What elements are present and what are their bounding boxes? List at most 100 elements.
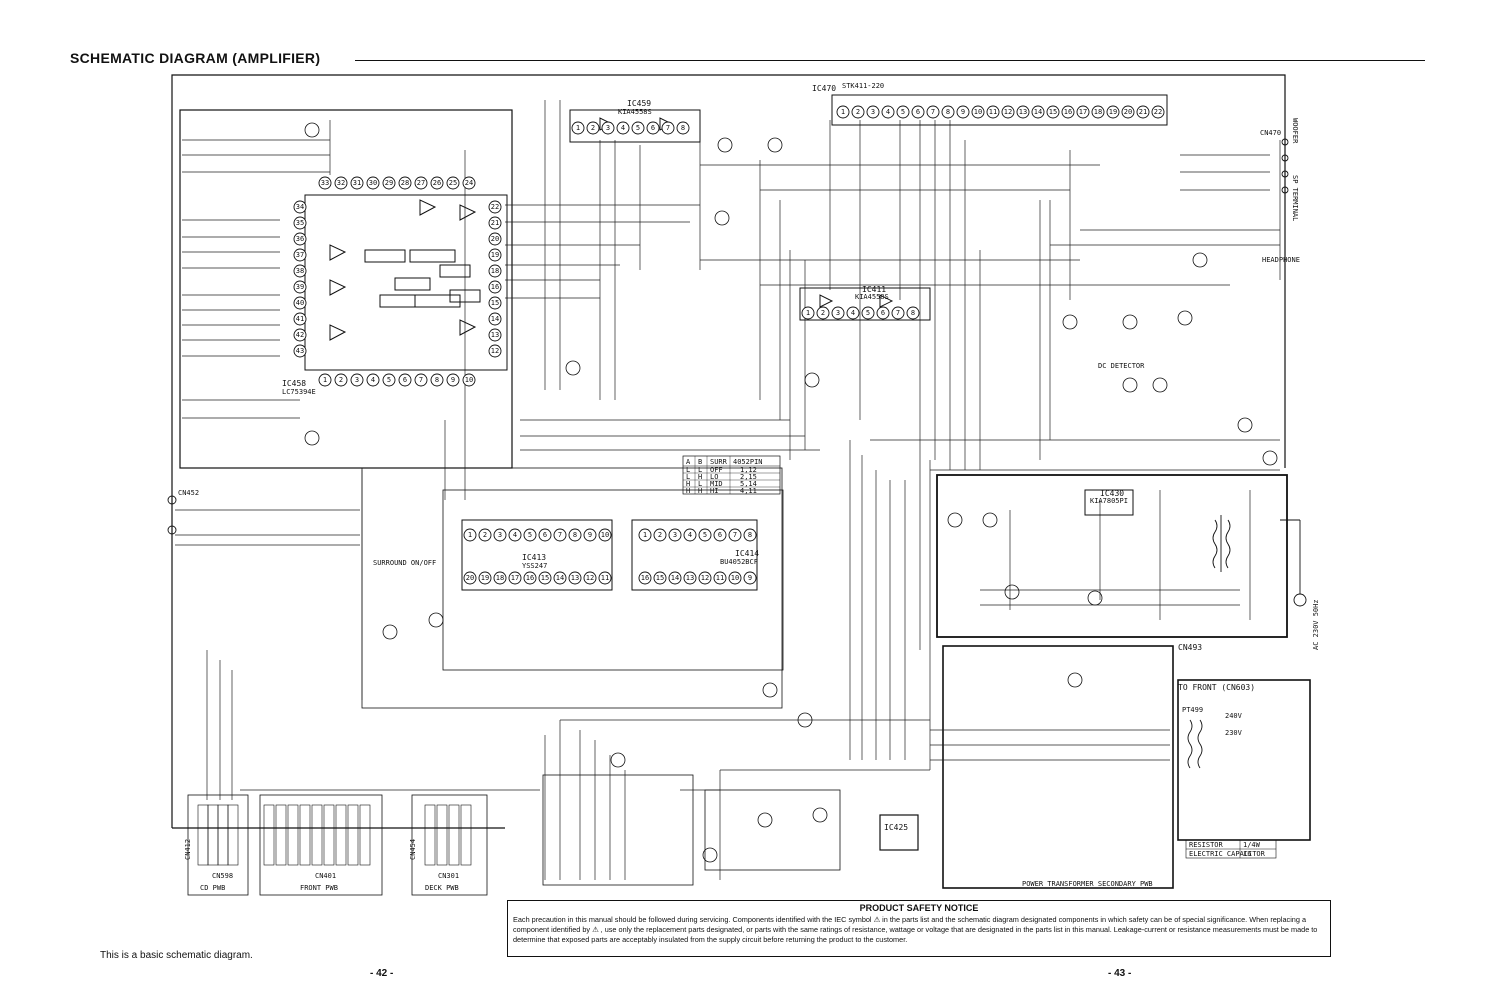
cn301-label: CN301	[438, 872, 459, 880]
svg-text:12: 12	[586, 574, 594, 582]
svg-text:34: 34	[296, 203, 304, 211]
svg-text:9: 9	[451, 376, 455, 384]
svg-text:28: 28	[401, 179, 409, 187]
svg-text:14: 14	[1034, 108, 1042, 116]
svg-text:15: 15	[1049, 108, 1057, 116]
ic430-body	[1084, 489, 1134, 516]
svg-text:12: 12	[1004, 108, 1012, 116]
svg-text:9: 9	[588, 531, 592, 539]
svg-text:6: 6	[403, 376, 407, 384]
surround-label: SURROUND ON/OFF	[373, 559, 436, 567]
product-safety-notice: PRODUCT SAFETY NOTICE Each precaution in…	[507, 900, 1331, 957]
cn454-frame	[411, 794, 488, 896]
svg-text:8: 8	[748, 531, 752, 539]
legend-cell: RESISTOR	[1189, 841, 1224, 849]
ic458-part: LC75394E	[282, 388, 316, 396]
dc-detector-label: DC DETECTOR	[1098, 362, 1145, 370]
svg-text:7: 7	[666, 124, 670, 132]
svg-text:15: 15	[656, 574, 664, 582]
ic411-part: KIA4558S	[855, 293, 889, 301]
svg-text:43: 43	[296, 347, 304, 355]
table-cell: H	[686, 480, 690, 488]
svg-text:13: 13	[1019, 108, 1027, 116]
cn454-label: CN454	[409, 839, 417, 860]
svg-text:1: 1	[576, 124, 580, 132]
svg-text:17: 17	[1079, 108, 1087, 116]
svg-text:15: 15	[541, 574, 549, 582]
outer-frame	[171, 74, 1286, 828]
svg-text:4: 4	[371, 376, 375, 384]
table-header-cell: B	[698, 458, 702, 466]
svg-text:20: 20	[466, 574, 474, 582]
svg-text:1: 1	[806, 309, 810, 317]
svg-text:6: 6	[543, 531, 547, 539]
svg-text:2: 2	[339, 376, 343, 384]
svg-text:11: 11	[601, 574, 609, 582]
svg-text:16: 16	[526, 574, 534, 582]
svg-text:16: 16	[491, 283, 499, 291]
table-cell: L	[698, 480, 702, 488]
svg-text:39: 39	[296, 283, 304, 291]
cn412-frame	[187, 794, 249, 896]
svg-text:19: 19	[1109, 108, 1117, 116]
table-cell: L	[686, 466, 690, 474]
ic459-body	[569, 109, 701, 143]
v230-label: 230V	[1225, 729, 1243, 737]
svg-text:11: 11	[989, 108, 997, 116]
surround-frame	[361, 467, 783, 709]
svg-text:35: 35	[296, 219, 304, 227]
svg-text:8: 8	[911, 309, 915, 317]
svg-text:7: 7	[733, 531, 737, 539]
svg-text:5: 5	[387, 376, 391, 384]
legend-cell: 1/4W	[1243, 841, 1261, 849]
svg-text:8: 8	[573, 531, 577, 539]
surround-switch-table	[682, 455, 781, 495]
table-cell: MID	[710, 480, 723, 488]
table-cell: L	[686, 473, 690, 481]
v240-label: 240V	[1225, 712, 1243, 720]
ic413-body	[461, 519, 613, 591]
ic459-ref: IC459	[627, 99, 651, 108]
svg-text:3: 3	[355, 376, 359, 384]
svg-text:3: 3	[606, 124, 610, 132]
svg-text:8: 8	[946, 108, 950, 116]
ic413-part: YSS247	[522, 562, 547, 570]
svg-text:19: 19	[481, 574, 489, 582]
svg-text:32: 32	[337, 179, 345, 187]
table-cell: 5,14	[740, 480, 757, 488]
svg-text:15: 15	[491, 299, 499, 307]
svg-text:24: 24	[465, 179, 473, 187]
power-secondary-label: POWER TRANSFORMER SECONDARY PWB	[1022, 880, 1153, 888]
table-cell: HI	[710, 487, 718, 495]
svg-text:25: 25	[449, 179, 457, 187]
cn470-label: CN470	[1260, 129, 1281, 137]
cn493-label: CN493	[1178, 643, 1202, 652]
svg-text:2: 2	[483, 531, 487, 539]
svg-text:7: 7	[931, 108, 935, 116]
power-supply-frame	[936, 474, 1288, 638]
legend-cell: ELECTRIC CAPACITOR	[1189, 850, 1266, 858]
svg-text:5: 5	[703, 531, 707, 539]
svg-text:21: 21	[1139, 108, 1147, 116]
svg-text:42: 42	[296, 331, 304, 339]
page-number-right: - 43 -	[1108, 968, 1132, 979]
svg-text:2: 2	[658, 531, 662, 539]
svg-text:36: 36	[296, 235, 304, 243]
table-cell: LO	[710, 473, 718, 481]
svg-text:5: 5	[528, 531, 532, 539]
svg-text:2: 2	[821, 309, 825, 317]
svg-text:11: 11	[716, 574, 724, 582]
svg-text:5: 5	[866, 309, 870, 317]
ic470-body	[831, 94, 1168, 126]
svg-text:6: 6	[718, 531, 722, 539]
svg-text:18: 18	[496, 574, 504, 582]
cn603-label: TO FRONT (CN603)	[1178, 683, 1255, 692]
ic458-section-frame	[179, 109, 513, 469]
cn401-label: CN401	[315, 872, 336, 880]
page-title: SCHEMATIC DIAGRAM (AMPLIFIER)	[70, 50, 321, 66]
woofer-label: WOOFER	[1291, 118, 1299, 144]
svg-text:7: 7	[896, 309, 900, 317]
svg-text:4: 4	[886, 108, 890, 116]
svg-text:20: 20	[1124, 108, 1132, 116]
